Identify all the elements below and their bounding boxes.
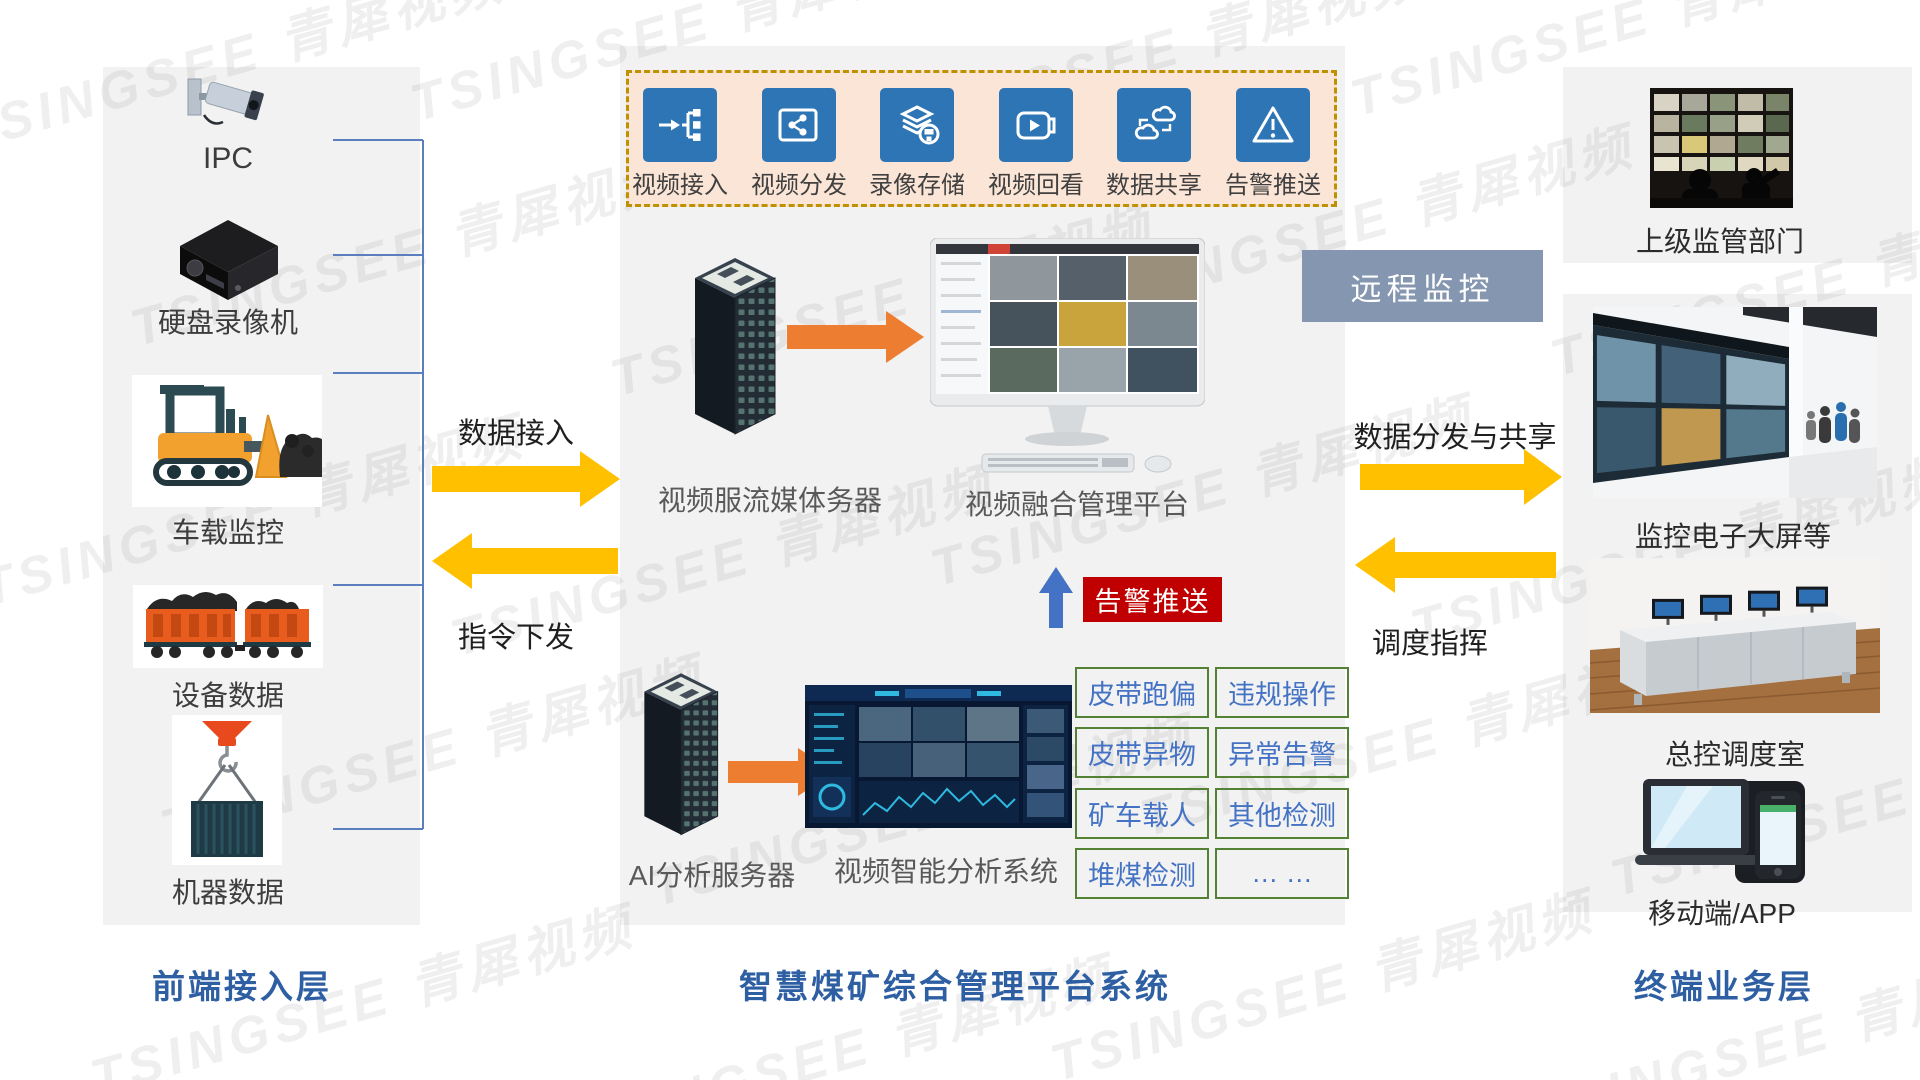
detection-box: 皮带跑偏	[1075, 667, 1209, 718]
detection-box: 异常告警	[1215, 727, 1349, 778]
remote-monitoring-box: 远程监控	[1302, 250, 1543, 322]
item-label-ipc: IPC	[202, 142, 253, 175]
function-tile	[762, 88, 836, 162]
video-playback-icon	[1016, 111, 1056, 140]
function-label: 视频回看	[988, 172, 1084, 199]
function-label: 数据共享	[1106, 172, 1202, 199]
terminal-layer-title: 终端业务层	[1634, 968, 1814, 1005]
device-data-image	[144, 591, 311, 658]
function-tile	[999, 88, 1073, 162]
recording-storage-icon	[899, 105, 940, 145]
analysis-dashboard-image	[805, 685, 1072, 828]
item-label-control-room: 总控调度室	[1664, 739, 1805, 770]
item-label-machine-data: 机器数据	[171, 877, 284, 908]
data-share-label: 数据分发与共享	[1353, 422, 1557, 454]
function-label: 录像存储	[869, 172, 965, 199]
video-distribution-icon	[778, 108, 818, 142]
platform-functions-box	[626, 70, 1337, 207]
function-tile	[880, 88, 954, 162]
platform-layer-title: 智慧煤矿综合管理平台系统	[739, 968, 1171, 1005]
function-tile	[1236, 88, 1310, 162]
regulator-photo	[1650, 88, 1793, 208]
data-access-label: 数据接入	[457, 418, 574, 450]
machine-data-image	[191, 721, 263, 857]
item-label-dvr: 硬盘录像机	[157, 307, 298, 338]
function-tile	[1117, 88, 1191, 162]
fusion-platform-monitor-image	[930, 238, 1205, 473]
vehicle-monitor-box	[132, 375, 331, 507]
detection-box: 堆煤检测	[1075, 848, 1209, 899]
video-access-icon	[659, 109, 701, 141]
streaming-server-label: 视频服流媒体务器	[657, 485, 882, 516]
frontend-layer-title: 前端接入层	[152, 968, 332, 1005]
ai-server-image	[644, 673, 719, 836]
item-label-mobile: 移动端/APP	[1648, 898, 1796, 929]
function-tile	[643, 88, 717, 162]
detection-box: 其他检测	[1215, 788, 1349, 839]
fusion-platform-label: 视频融合管理平台	[964, 489, 1189, 520]
ai-server-label: AI分析服务器	[628, 860, 796, 891]
alert-push-icon	[1252, 106, 1294, 143]
function-label: 视频接入	[632, 172, 728, 199]
dispatch-command-label: 调度指挥	[1371, 628, 1488, 660]
data-share-arrow	[1360, 449, 1562, 505]
device-data-box	[133, 585, 323, 668]
item-label-vehicle: 车载监控	[171, 517, 284, 548]
item-label-device-data: 设备数据	[171, 680, 284, 711]
command-dispatch-arrow	[432, 533, 618, 589]
vehicle-monitor-image	[153, 385, 331, 486]
function-label: 告警推送	[1225, 172, 1321, 199]
data-access-arrow	[432, 451, 620, 507]
item-label-regulator: 上级监管部门	[1635, 226, 1804, 257]
streaming-server-image	[695, 258, 776, 435]
dvr-image	[180, 220, 278, 300]
alert-push-badge: 告警推送	[1083, 577, 1222, 622]
data-sharing-icon	[1134, 105, 1176, 140]
detection-box: … …	[1215, 848, 1349, 899]
command-dispatch-label: 指令下发	[457, 622, 574, 654]
dispatch-command-arrow	[1355, 537, 1556, 593]
mobile-devices-image	[1635, 779, 1805, 883]
ipc-camera-image	[187, 78, 264, 125]
detection-box: 矿车载人	[1075, 788, 1209, 839]
item-label-big-screen: 监控电子大屏等	[1634, 521, 1831, 552]
detection-box: 违规操作	[1215, 667, 1349, 718]
big-screen-photo	[1593, 307, 1877, 498]
analysis-system-label: 视频智能分析系统	[833, 856, 1058, 887]
detection-box: 皮带异物	[1075, 727, 1209, 778]
function-label: 视频分发	[751, 172, 847, 199]
control-room-photo	[1590, 558, 1880, 713]
machine-data-box	[172, 715, 282, 865]
